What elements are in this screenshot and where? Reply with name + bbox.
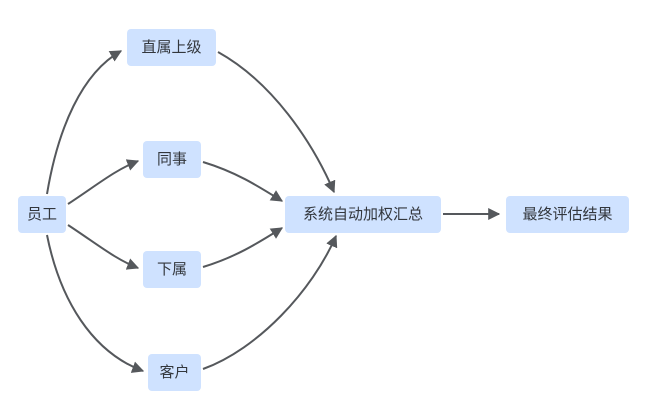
edge-customer-aggregation: [202, 234, 338, 370]
node-aggregation-label: 系统自动加权汇总: [302, 206, 423, 223]
edge-colleague-aggregation: [202, 161, 284, 202]
edge-employee-colleague: [67, 159, 140, 205]
node-colleague-label: 同事: [156, 151, 187, 168]
edge-supervisor-aggregation: [217, 51, 336, 194]
node-employee-label: 员工: [26, 206, 57, 223]
node-result[interactable]: 最终评估结果: [506, 196, 629, 233]
node-customer-label: 客户: [159, 364, 190, 381]
edge-employee-subordinate: [67, 224, 140, 270]
node-subordinate[interactable]: 下属: [143, 251, 201, 288]
node-customer[interactable]: 客户: [148, 354, 201, 391]
edge-subordinate-aggregation: [202, 227, 284, 268]
edge-employee-supervisor: [46, 50, 123, 195]
node-supervisor[interactable]: 直属上级: [127, 29, 216, 66]
edge-employee-customer: [46, 234, 145, 373]
node-subordinate-label: 下属: [156, 261, 187, 278]
node-result-label: 最终评估结果: [522, 206, 613, 223]
node-supervisor-label: 直属上级: [141, 39, 202, 56]
node-aggregation[interactable]: 系统自动加权汇总: [285, 196, 441, 233]
node-colleague[interactable]: 同事: [143, 141, 201, 178]
node-employee[interactable]: 员工: [18, 196, 66, 233]
